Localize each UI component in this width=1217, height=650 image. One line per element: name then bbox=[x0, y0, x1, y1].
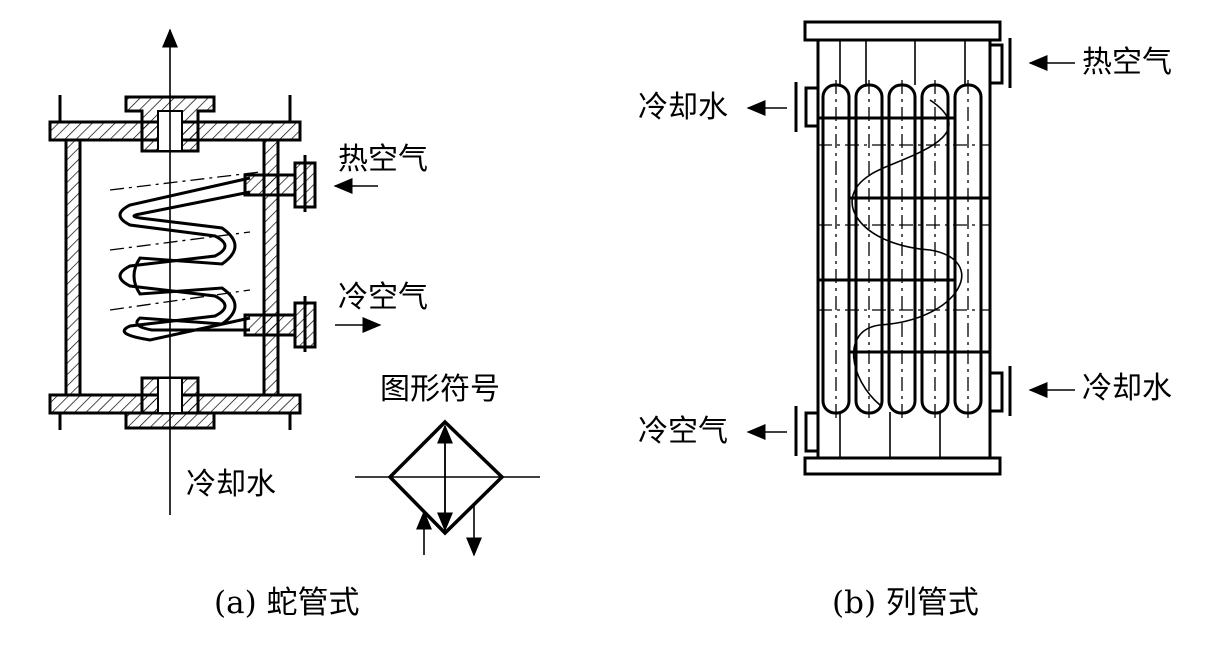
label-hot-air-a: 热空气 bbox=[338, 142, 428, 177]
graphic-symbol bbox=[355, 419, 540, 557]
tube-bundle bbox=[818, 80, 990, 418]
label-cold-air-b: 冷空气 bbox=[638, 414, 728, 449]
label-cooling-water-in-b: 冷却水 bbox=[1082, 371, 1172, 406]
bottom-header bbox=[803, 456, 1002, 476]
cold-air-outlet-fitting bbox=[243, 296, 317, 352]
shell-left-wall bbox=[64, 138, 82, 397]
caption-a: (a) 蛇管式 bbox=[214, 585, 360, 621]
coil-tube bbox=[109, 171, 261, 342]
hot-air-inlet-nozzle bbox=[988, 43, 1004, 85]
cooling-water-outlet-nozzle bbox=[804, 86, 820, 128]
shell-tube-exchanger bbox=[746, 20, 1075, 476]
symbol-title: 图形符号 bbox=[380, 372, 500, 407]
label-cooling-water-a: 冷却水 bbox=[186, 467, 276, 502]
label-hot-air-b: 热空气 bbox=[1082, 45, 1172, 80]
label-cold-air-a: 冷空气 bbox=[338, 280, 428, 315]
cooling-water-inlet-nozzle bbox=[988, 371, 1004, 413]
hot-air-inlet-fitting bbox=[243, 155, 317, 212]
top-header bbox=[803, 20, 1002, 42]
caption-b: (b) 列管式 bbox=[832, 585, 979, 621]
coil-exchanger bbox=[48, 28, 382, 515]
cold-air-outlet-nozzle bbox=[804, 411, 820, 453]
label-cooling-water-out-b: 冷却水 bbox=[638, 90, 728, 125]
